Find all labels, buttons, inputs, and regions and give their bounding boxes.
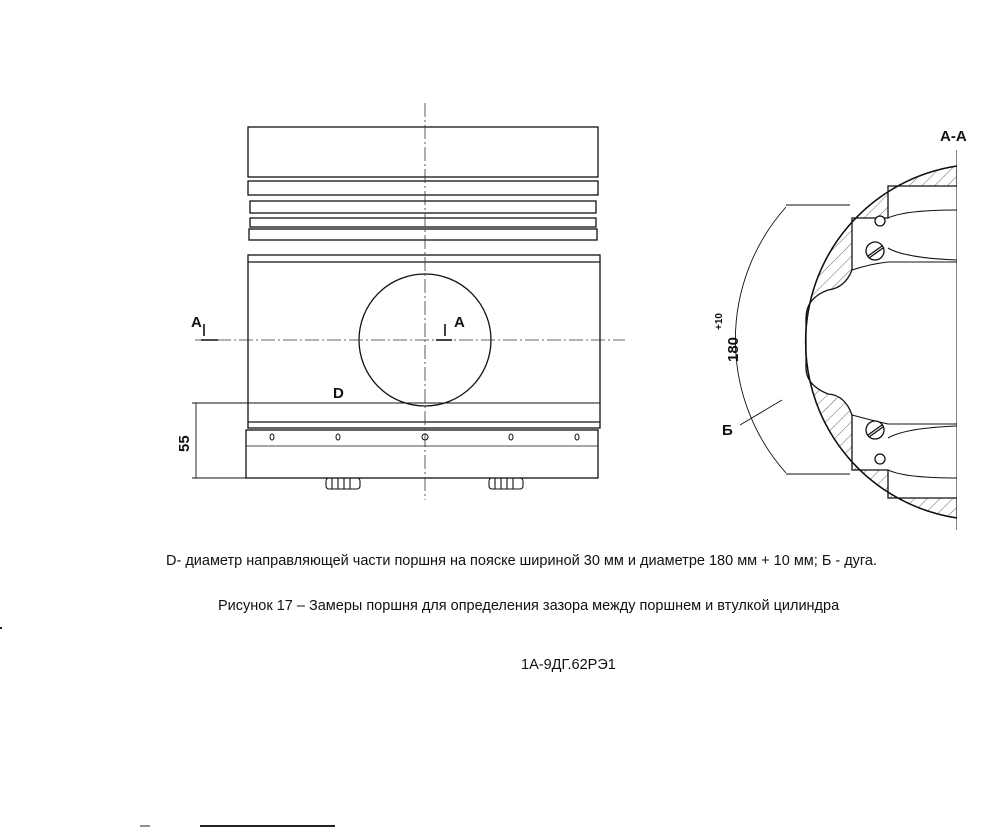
plug-lower <box>865 420 886 465</box>
height-dimension-label: 55 <box>176 435 193 452</box>
ring-groove-2 <box>249 200 597 214</box>
arc-letter-label: Б <box>722 422 733 439</box>
plug-upper <box>865 215 886 261</box>
section-label-center: А <box>454 314 465 331</box>
ring-groove-4 <box>248 228 598 241</box>
ring-groove-3 <box>249 217 597 228</box>
piston-lower-band <box>245 429 599 479</box>
arc-dimension-tolerance: +10 <box>714 313 725 330</box>
oil-holes <box>269 433 580 441</box>
bottom-studs <box>325 477 524 490</box>
section-label-left: А <box>191 314 202 331</box>
center-lines <box>195 103 625 500</box>
document-code: 1А-9ДГ.62РЭ1 <box>521 657 616 673</box>
ring-groove-1 <box>247 180 599 196</box>
piston-crown <box>247 126 599 178</box>
section-marker-left <box>201 324 218 341</box>
piston-skirt <box>247 254 601 429</box>
arc-dimension <box>735 204 850 475</box>
section-view <box>804 150 957 530</box>
legend-text: D- диаметр направляющей части поршня на … <box>166 553 877 569</box>
section-title: А-А <box>940 128 967 145</box>
diameter-label: D <box>333 385 344 402</box>
section-marker-center <box>436 324 452 341</box>
arc-dimension-value: 180 <box>725 337 742 362</box>
scan-artifacts <box>0 627 335 827</box>
height-dimension <box>192 403 246 479</box>
piston-side-view <box>245 126 601 490</box>
figure-caption: Рисунок 17 – Замеры поршня для определен… <box>218 598 840 614</box>
